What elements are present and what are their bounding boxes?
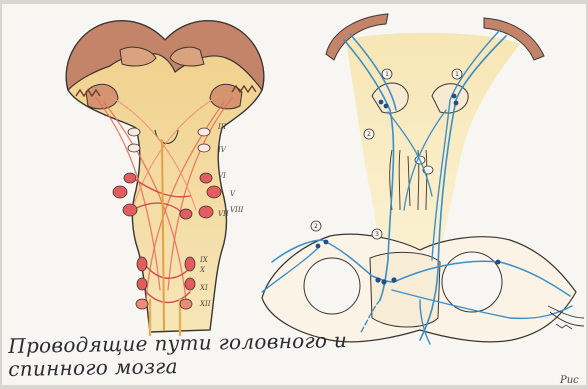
label-3: 3 xyxy=(375,231,379,238)
label-VII: VII xyxy=(218,210,229,218)
label-XI: XI xyxy=(199,284,208,292)
label-IV: IV xyxy=(217,146,227,154)
label-1b: 1 xyxy=(455,71,459,78)
left-grey-matter xyxy=(304,258,360,314)
label-IX: IX xyxy=(199,256,209,264)
label-XII: XII xyxy=(199,300,211,308)
label-X: X xyxy=(199,266,206,274)
label-VIII: VIII xyxy=(230,206,244,214)
label-1a: 1 xyxy=(385,71,389,78)
label-2a: 2 xyxy=(367,131,371,138)
caption-line-2: спинного мозга xyxy=(8,354,178,381)
label-VI: VI xyxy=(218,172,226,180)
corner-mark: Рис xyxy=(560,375,579,386)
label-III: III xyxy=(217,123,227,131)
label-2b: 2 xyxy=(314,223,318,230)
